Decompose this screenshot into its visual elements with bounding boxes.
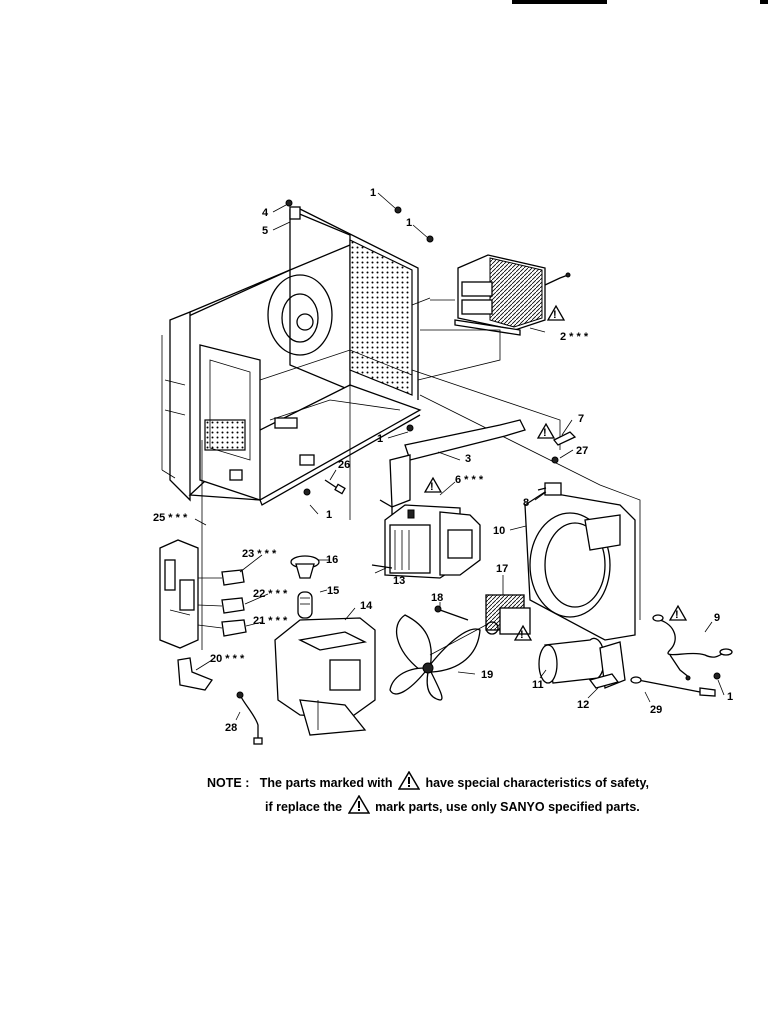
note-line2-end: mark parts, use only SANYO specified par… [375, 800, 640, 814]
callout-10: 10 [493, 525, 505, 537]
air-guide [274, 617, 376, 736]
callout-16: 16 [326, 554, 338, 566]
callout-13: 13 [393, 575, 405, 587]
callout-21: 21 * * * [253, 615, 288, 627]
callout-19: 19 [481, 669, 493, 681]
note-label: NOTE : [207, 776, 250, 790]
door-switch-bracket [159, 539, 199, 649]
note-line2-start: if replace the [265, 800, 343, 814]
micro-switches [197, 569, 247, 637]
screw-18 [434, 605, 469, 621]
callout-12: 12 [577, 699, 589, 711]
door-lever [177, 657, 214, 691]
callout-7: 7 [578, 413, 584, 425]
svg-text:!: ! [543, 427, 547, 439]
warning-triangle-icon [397, 770, 421, 793]
capacitor-bracket [588, 641, 626, 689]
callout-14: 14 [360, 600, 373, 612]
callout-20: 20 * * * [210, 653, 245, 665]
high-voltage-transformer [454, 254, 571, 336]
waveguide-bracket [379, 419, 526, 515]
callout-22: 22 * * * [253, 588, 288, 600]
callout-25: 25 * * * [153, 512, 188, 524]
oven-lamp [297, 591, 313, 619]
safety-note-line-2: if replace the mark parts, use only SANY… [265, 794, 640, 817]
magnetron [371, 504, 481, 579]
callout-15: 15 [327, 585, 339, 597]
wire-harness [630, 614, 733, 697]
fan-blade [389, 614, 487, 701]
svg-text:!: ! [520, 629, 524, 641]
callout-28: 28 [225, 722, 237, 734]
bolt-26 [324, 479, 346, 495]
capacitor [538, 637, 605, 684]
svg-text:!: ! [675, 609, 679, 621]
callout-5: 5 [262, 225, 268, 237]
callout-23: 23 * * * [242, 548, 277, 560]
callout-1a: 1 [370, 187, 376, 199]
callout-4: 4 [262, 207, 269, 219]
callout-11: 11 [532, 679, 544, 691]
fan-motor [485, 594, 531, 635]
note-line1-end: have special characteristics of safety, [425, 776, 649, 790]
callout-1d: 1 [326, 509, 332, 521]
leader-lines [194, 192, 725, 721]
callout-9: 9 [714, 612, 720, 624]
screw-parts [285, 199, 721, 680]
callout-3: 3 [465, 453, 471, 465]
callout-29: 29 [650, 704, 662, 716]
callout-18: 18 [431, 592, 443, 604]
note-line1-start: The parts marked with [259, 776, 393, 790]
callout-2: 2 * * * [560, 331, 589, 343]
callout-27: 27 [576, 445, 588, 457]
callout-26: 26 [338, 459, 350, 471]
svg-text:!: ! [553, 309, 557, 321]
small-parts-upper-right [537, 431, 577, 496]
svg-text:!: ! [430, 481, 434, 493]
warning-triangle-icon [347, 794, 370, 817]
callout-6: 6 * * * [455, 474, 484, 486]
callout-labels: 1 1 1 1 1 2 * * * 3 4 5 6 * * * 7 8 9 10… [153, 187, 733, 734]
callout-1e: 1 [727, 691, 733, 703]
fan-duct [524, 491, 636, 641]
lamp-socket [290, 555, 320, 579]
thermal-wire [236, 691, 263, 745]
callout-8: 8 [523, 497, 529, 509]
callout-1b: 1 [406, 217, 412, 229]
callout-17: 17 [496, 563, 508, 575]
assembly-guide-lines [201, 329, 641, 650]
cropped-header-mark [512, 0, 768, 4]
safety-warning-icon: ! ! ! ! ! [423, 304, 688, 641]
callout-1c: 1 [377, 433, 383, 445]
oven-cabinet [161, 207, 422, 506]
safety-note-line-1: NOTE : The parts marked with have specia… [207, 770, 649, 793]
